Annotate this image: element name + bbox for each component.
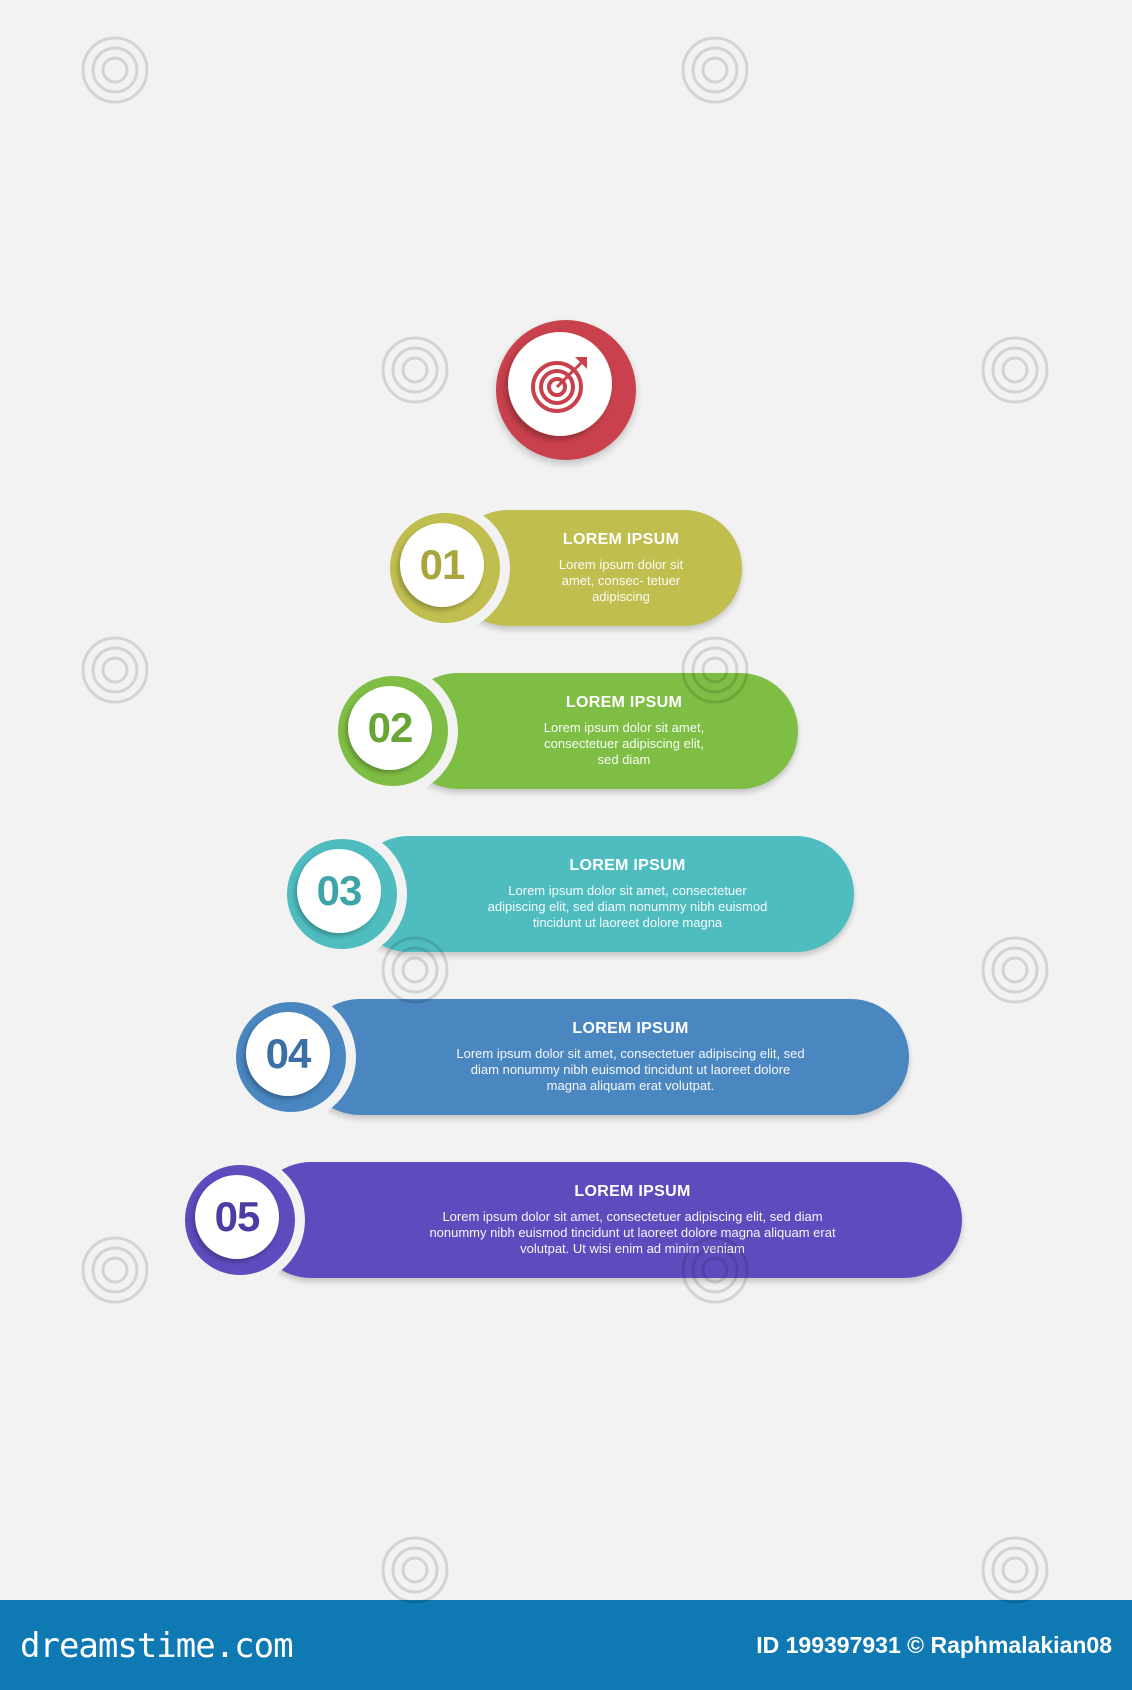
step-content: LOREM IPSUM Lorem ipsum dolor sit amet, c… — [362, 999, 899, 1115]
watermark-spiral-icon — [381, 336, 449, 404]
step-number: 04 — [265, 1030, 312, 1077]
step-number: 05 — [214, 1193, 261, 1240]
footer-image-id: ID 199397931 © Raphmalakian08 — [756, 1632, 1112, 1658]
badge-disc: 01 — [400, 523, 484, 607]
step-title: LOREM IPSUM — [572, 1020, 689, 1037]
step-description: Lorem ipsum dolor sit amet, consec- tetu… — [558, 557, 684, 604]
footer-bar: dreamstime.com ID 199397931 © Raphmalaki… — [0, 1600, 1132, 1690]
step-03: LOREM IPSUM Lorem ipsum dolor sit amet, c… — [277, 829, 854, 959]
watermark-spiral-icon — [81, 636, 149, 704]
step-number-badge: 03 — [277, 829, 407, 959]
watermark-spiral-icon — [981, 1536, 1049, 1604]
step-number-badge: 01 — [380, 503, 510, 633]
step-description: Lorem ipsum dolor sit amet, consectetuer… — [487, 883, 768, 930]
step-pill: LOREM IPSUM Lorem ipsum dolor sit amet, c… — [253, 1162, 962, 1278]
step-02: LOREM IPSUM Lorem ipsum dolor sit amet, c… — [328, 666, 798, 796]
step-pill: LOREM IPSUM Lorem ipsum dolor sit amet, c… — [351, 836, 854, 952]
step-pill: LOREM IPSUM Lorem ipsum dolor sit amet, c… — [450, 510, 742, 626]
footer-logo: dreamstime.com — [20, 1626, 294, 1666]
step-content: LOREM IPSUM Lorem ipsum dolor sit amet, c… — [510, 510, 732, 626]
goal-badge — [496, 320, 636, 460]
step-description: Lorem ipsum dolor sit amet, consectetuer… — [543, 720, 705, 767]
step-number-badge: 04 — [226, 992, 356, 1122]
step-description: Lorem ipsum dolor sit amet, consectetuer… — [456, 1046, 805, 1093]
step-title: LOREM IPSUM — [562, 531, 680, 548]
watermark-spiral-icon — [81, 36, 149, 104]
step-title: LOREM IPSUM — [565, 694, 683, 711]
watermark-spiral-icon — [981, 936, 1049, 1004]
step-number: 03 — [316, 867, 363, 914]
step-content: LOREM IPSUM Lorem ipsum dolor sit amet, c… — [411, 836, 844, 952]
step-number: 02 — [367, 704, 414, 751]
step-title: LOREM IPSUM — [574, 1183, 691, 1200]
step-04: LOREM IPSUM Lorem ipsum dolor sit amet, c… — [226, 992, 909, 1122]
step-pill: LOREM IPSUM Lorem ipsum dolor sit amet, c… — [400, 673, 798, 789]
watermark-spiral-icon — [81, 1236, 149, 1304]
watermark-spiral-icon — [681, 636, 749, 704]
step-pill: LOREM IPSUM Lorem ipsum dolor sit amet, c… — [302, 999, 909, 1115]
step-content: LOREM IPSUM Lorem ipsum dolor sit amet, c… — [313, 1162, 952, 1278]
badge-disc: 02 — [348, 686, 432, 770]
step-01: LOREM IPSUM Lorem ipsum dolor sit amet, c… — [380, 503, 742, 633]
step-description: Lorem ipsum dolor sit amet, consectetuer… — [429, 1209, 836, 1256]
badge-disc: 04 — [246, 1012, 330, 1096]
step-content: LOREM IPSUM Lorem ipsum dolor sit amet, c… — [460, 673, 788, 789]
target-icon — [531, 357, 587, 413]
watermark-spiral-icon — [681, 36, 749, 104]
watermark-spiral-icon — [381, 1536, 449, 1604]
badge-disc: 03 — [297, 849, 381, 933]
watermark-spiral-icon — [981, 336, 1049, 404]
goal-badge-inner — [508, 332, 612, 436]
watermark-spiral-icon — [681, 1236, 749, 1304]
step-number-badge: 05 — [175, 1155, 305, 1285]
step-number: 01 — [419, 541, 466, 588]
step-05: LOREM IPSUM Lorem ipsum dolor sit amet, c… — [175, 1155, 962, 1285]
badge-disc: 05 — [195, 1175, 279, 1259]
watermark-spiral-icon — [381, 936, 449, 1004]
step-title: LOREM IPSUM — [569, 857, 686, 874]
step-number-badge: 02 — [328, 666, 458, 796]
